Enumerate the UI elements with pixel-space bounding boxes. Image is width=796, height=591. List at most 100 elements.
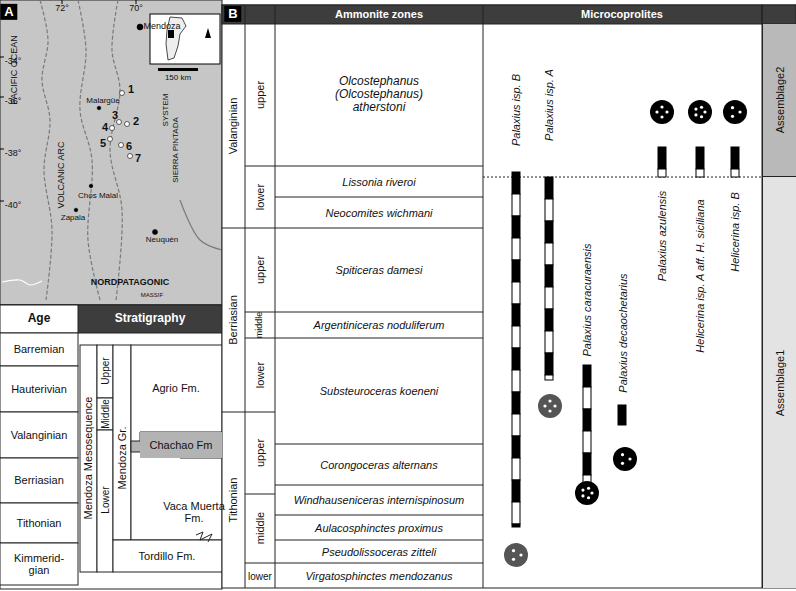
table-rule xyxy=(245,563,275,564)
north-arrow xyxy=(205,28,211,38)
canal-dot xyxy=(548,409,551,412)
range-bar xyxy=(696,147,704,169)
label: Lissonia riveroi xyxy=(342,176,415,188)
scale-bar xyxy=(158,68,198,71)
range-bar xyxy=(545,353,553,375)
vertical-label: Palaxius azulensis xyxy=(656,191,668,282)
vertical-label: SIERRA PINTADA xyxy=(172,117,181,183)
label: Corongoceras alternans xyxy=(320,459,437,471)
coprolite-icon xyxy=(688,100,712,124)
range-bar xyxy=(512,194,520,216)
range-bar xyxy=(583,409,591,431)
table-rule xyxy=(275,228,483,229)
table-rule xyxy=(245,494,275,495)
range-bar xyxy=(583,387,591,409)
grid-tick xyxy=(0,57,4,58)
label: 6 xyxy=(126,140,132,152)
range-bar xyxy=(731,169,739,177)
vertical-label: Mendoza Gr. xyxy=(116,427,128,490)
table-rule xyxy=(275,540,483,541)
range-bar xyxy=(545,287,553,309)
label: MASSIF xyxy=(141,292,163,299)
vertical-label: upper xyxy=(254,81,266,109)
subseq-cell xyxy=(97,345,113,398)
locality-dot xyxy=(128,154,133,159)
canal-dot xyxy=(694,113,697,116)
vertical-label: Berriasian xyxy=(227,295,239,345)
label: 2 xyxy=(133,115,139,127)
vertical-label: Palaxius decaochetarius xyxy=(617,273,629,392)
subseq-cell xyxy=(97,398,113,430)
label: 72° xyxy=(55,4,69,14)
range-bar xyxy=(658,147,666,169)
label: Hauterivian xyxy=(11,383,67,395)
label: 4 xyxy=(102,121,108,133)
vertical-label: Helicerina isp. B xyxy=(729,192,741,271)
label: 5 xyxy=(100,137,106,149)
canal-dot xyxy=(660,115,663,118)
label: 1 xyxy=(128,83,134,95)
chachao-band xyxy=(131,432,222,458)
table-rule xyxy=(275,563,483,564)
table-rule xyxy=(483,177,762,178)
label: Virgatosphinctes mendozanus xyxy=(305,570,452,582)
coprolite-icon xyxy=(538,394,562,418)
label: 7 xyxy=(135,152,141,164)
label: Tordillo Fm. xyxy=(139,550,196,562)
range-bar xyxy=(545,265,553,287)
coprolite-icon xyxy=(575,481,599,505)
locality-dot xyxy=(110,126,115,131)
label: Mendoza xyxy=(143,22,180,32)
label: NORDPATAGONIC xyxy=(91,278,170,288)
label: Ammonite zones xyxy=(335,8,423,20)
range-bar xyxy=(512,238,520,260)
range-bar xyxy=(512,414,520,436)
age-cell xyxy=(0,366,78,412)
range-bar xyxy=(512,172,520,194)
range-bar xyxy=(583,453,591,475)
label: A xyxy=(0,4,17,20)
vertical-label: PACIFIC OCEAN xyxy=(10,35,20,104)
coprolite-icon xyxy=(613,447,637,471)
vertical-label: Palaxius caracuraensis xyxy=(581,243,593,356)
table-rule xyxy=(275,5,276,588)
label: Agrio Fm. xyxy=(152,382,200,394)
label: Valanginian xyxy=(11,429,68,441)
vertical-label: SYSTEM xyxy=(162,94,171,127)
age-cell xyxy=(0,333,78,366)
canal-dot xyxy=(731,115,734,118)
range-bar xyxy=(696,169,704,177)
canal-dot xyxy=(581,494,584,497)
table-rule xyxy=(275,166,483,167)
range-bar xyxy=(731,147,739,169)
grid-tick xyxy=(0,149,4,150)
canal-dot xyxy=(543,404,546,407)
range-bar xyxy=(512,458,520,480)
coprolite-icon xyxy=(650,100,674,124)
canal-dot xyxy=(703,110,706,113)
strat-header xyxy=(0,305,222,333)
label: Zapala xyxy=(61,214,85,223)
locality-dot xyxy=(153,230,158,235)
vertical-label: Helicerina isp. A aff. H. siciliana xyxy=(694,199,706,352)
band-label: Assemblage1 xyxy=(773,349,785,416)
vertical-label: Mendoza Mesosequence xyxy=(82,397,94,520)
river-line xyxy=(110,0,122,300)
table-rule xyxy=(245,5,246,588)
age-cell xyxy=(0,412,78,458)
canal-dot xyxy=(553,404,556,407)
range-bar xyxy=(545,177,553,199)
vertical-label: Palaxius isp. B xyxy=(510,74,522,146)
range-bar xyxy=(512,348,520,370)
range-bar xyxy=(512,216,520,238)
range-bar xyxy=(512,436,520,458)
assemblage-band: Assemblage2 xyxy=(762,24,796,177)
canal-dot xyxy=(548,399,551,402)
canal-dot xyxy=(590,491,593,494)
table-rule xyxy=(275,515,483,516)
formation-band: Chachao Fm xyxy=(140,432,222,458)
age-cell xyxy=(0,458,78,503)
canal-dot xyxy=(655,110,658,113)
river-line xyxy=(40,0,52,300)
